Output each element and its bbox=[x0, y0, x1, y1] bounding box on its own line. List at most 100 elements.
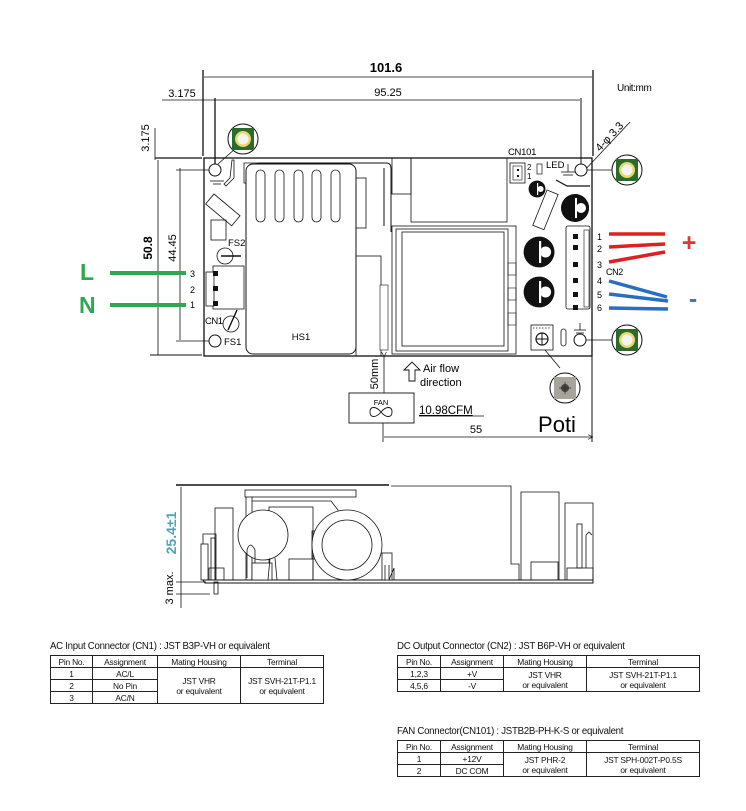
component-round bbox=[222, 309, 240, 333]
ground-pad-icon bbox=[611, 154, 643, 186]
pin-cell: 4,5,6 bbox=[397, 679, 441, 692]
cn2-label: CN2 bbox=[606, 267, 623, 277]
header-assignment: Assignment bbox=[440, 655, 504, 668]
mounting-hole-bottom-left bbox=[208, 334, 222, 348]
cn1-pin-1: 1 bbox=[190, 300, 195, 310]
capacitor-icon bbox=[528, 180, 546, 198]
connector-cn1: 3 2 1 CN1 bbox=[190, 265, 245, 327]
pin-cell: 2 bbox=[50, 679, 93, 692]
pin-cell: 1,2,3 bbox=[397, 667, 441, 680]
dimension-hole-offset-y: 3.175 bbox=[140, 124, 202, 160]
fan-title: FAN Connector(CN101) : JSTB2B-PH-K-S or … bbox=[397, 725, 624, 737]
side-pin-value: 3 max. bbox=[164, 571, 176, 604]
ground-pad-icon bbox=[227, 123, 259, 155]
air-flow-arrow-icon bbox=[402, 361, 422, 382]
cn2-pin-4: 4 bbox=[597, 276, 602, 286]
poti-label: Poti bbox=[538, 412, 576, 437]
cfm-label: 10.98CFM bbox=[419, 405, 473, 417]
table-row: 3 AC/N bbox=[50, 691, 324, 704]
heatsink-hs1: HS1 bbox=[243, 162, 392, 355]
unit-label: Unit:mm bbox=[617, 83, 651, 94]
side-height-value: 25.4±1 bbox=[163, 511, 179, 554]
hs1-label: HS1 bbox=[292, 332, 310, 343]
capacitor-icon bbox=[523, 236, 555, 268]
connector-cn2: 1 2 3 4 5 6 CN2 bbox=[565, 225, 624, 313]
cn2-pin-5: 5 bbox=[597, 290, 602, 300]
negative-wire bbox=[608, 279, 668, 299]
cn1-pin-2: 2 bbox=[190, 285, 195, 295]
ground-pad-icon bbox=[611, 324, 643, 356]
housing-line-1: JST PHR-2 bbox=[524, 754, 566, 765]
ground-symbol-icon bbox=[210, 159, 235, 187]
cn1-label: CN1 bbox=[205, 316, 223, 327]
line-label: L bbox=[80, 259, 94, 285]
header-mating-housing: Mating Housing bbox=[157, 655, 241, 668]
hole-spacing-length-value: 95.25 bbox=[374, 87, 402, 99]
led-label: LED bbox=[546, 160, 565, 171]
ac-input-connector-table: AC Input Connector (CN1) : JST B3P-VH or… bbox=[50, 640, 324, 704]
cn2-pin-3: 3 bbox=[597, 260, 602, 270]
hole-spacing-width-value: 44.45 bbox=[167, 234, 179, 262]
ac-input-spec-table: Pin No. Assignment Mating Housing Termin… bbox=[50, 655, 324, 704]
cn101-pin-2: 2 bbox=[527, 163, 532, 172]
housing-line-1: JST VHR bbox=[528, 669, 562, 680]
pin-cell: 1 bbox=[397, 752, 441, 765]
cn1-pin-3: 3 bbox=[190, 269, 195, 279]
dimension-overall-width: 50.8 bbox=[141, 160, 202, 356]
ac-input-title: AC Input Connector (CN1) : JST B3P-VH or… bbox=[50, 640, 270, 652]
fan-icon bbox=[369, 407, 393, 417]
mounting-hole-bottom-right bbox=[573, 333, 587, 347]
header-terminal: Terminal bbox=[240, 655, 324, 668]
capacitor-icon bbox=[523, 276, 555, 308]
dc-output-title: DC Output Connector (CN2) : JST B6P-VH o… bbox=[397, 640, 625, 652]
assignment-cell: AC/L bbox=[92, 667, 158, 680]
table-row: 2 DC COM bbox=[397, 764, 700, 777]
fan-area: 50mm Air flow direction FAN 10.98CFM 55 … bbox=[348, 356, 592, 442]
header-assignment: Assignment bbox=[440, 740, 504, 753]
mounting-hole-top-right bbox=[574, 163, 588, 177]
mounting-hole-top-left bbox=[208, 163, 222, 177]
ground-symbol-icon bbox=[574, 323, 586, 334]
cn101-label: CN101 bbox=[508, 147, 536, 158]
housing-line-2: or equivalent bbox=[176, 685, 222, 696]
pin-cell: 2 bbox=[397, 764, 441, 777]
positive-wire bbox=[608, 242, 666, 249]
cn2-pin-1: 1 bbox=[597, 232, 602, 242]
terminal-line-2: or equivalent bbox=[620, 679, 666, 690]
component-upper-box bbox=[410, 157, 508, 223]
air-flow-label-2: direction bbox=[420, 377, 462, 389]
dimension-overall-length: 101.6 bbox=[202, 60, 594, 156]
housing-line-2: or equivalent bbox=[522, 679, 568, 690]
fan-connector-table: FAN Connector(CN101) : JSTB2B-PH-K-S or … bbox=[397, 725, 700, 777]
cn2-pin-2: 2 bbox=[597, 244, 602, 254]
cn101-pin-1: 1 bbox=[527, 172, 532, 181]
terminal-line-1: JST SVH-21T-P1.1 bbox=[248, 675, 316, 686]
assignment-cell: AC/N bbox=[92, 691, 158, 704]
header-mating-housing: Mating Housing bbox=[503, 655, 587, 668]
terminal-line-2: or equivalent bbox=[259, 685, 305, 696]
component-resistor bbox=[532, 189, 559, 231]
fan-label: FAN bbox=[374, 398, 389, 407]
negative-wire bbox=[608, 292, 669, 303]
fs2-label: FS2 bbox=[228, 238, 245, 249]
hole-offset-y-value: 3.175 bbox=[140, 124, 152, 152]
potentiometer bbox=[530, 324, 554, 351]
header-pin-no: Pin No. bbox=[397, 740, 441, 753]
ground-symbol-icon bbox=[555, 164, 590, 187]
overall-length-value: 101.6 bbox=[370, 60, 403, 75]
header-mating-housing: Mating Housing bbox=[503, 740, 587, 753]
positive-label: + bbox=[682, 229, 697, 257]
overall-width-value: 50.8 bbox=[141, 236, 155, 260]
assignment-cell: No Pin bbox=[92, 679, 158, 692]
table-row: 4,5,6 -V bbox=[397, 679, 700, 692]
component-varistor bbox=[205, 193, 241, 227]
dc-output-spec-table: Pin No. Assignment Mating Housing Termin… bbox=[397, 655, 700, 692]
fuse-fs2: FS2 bbox=[216, 238, 245, 265]
fan-offset-value: 55 bbox=[470, 424, 482, 436]
